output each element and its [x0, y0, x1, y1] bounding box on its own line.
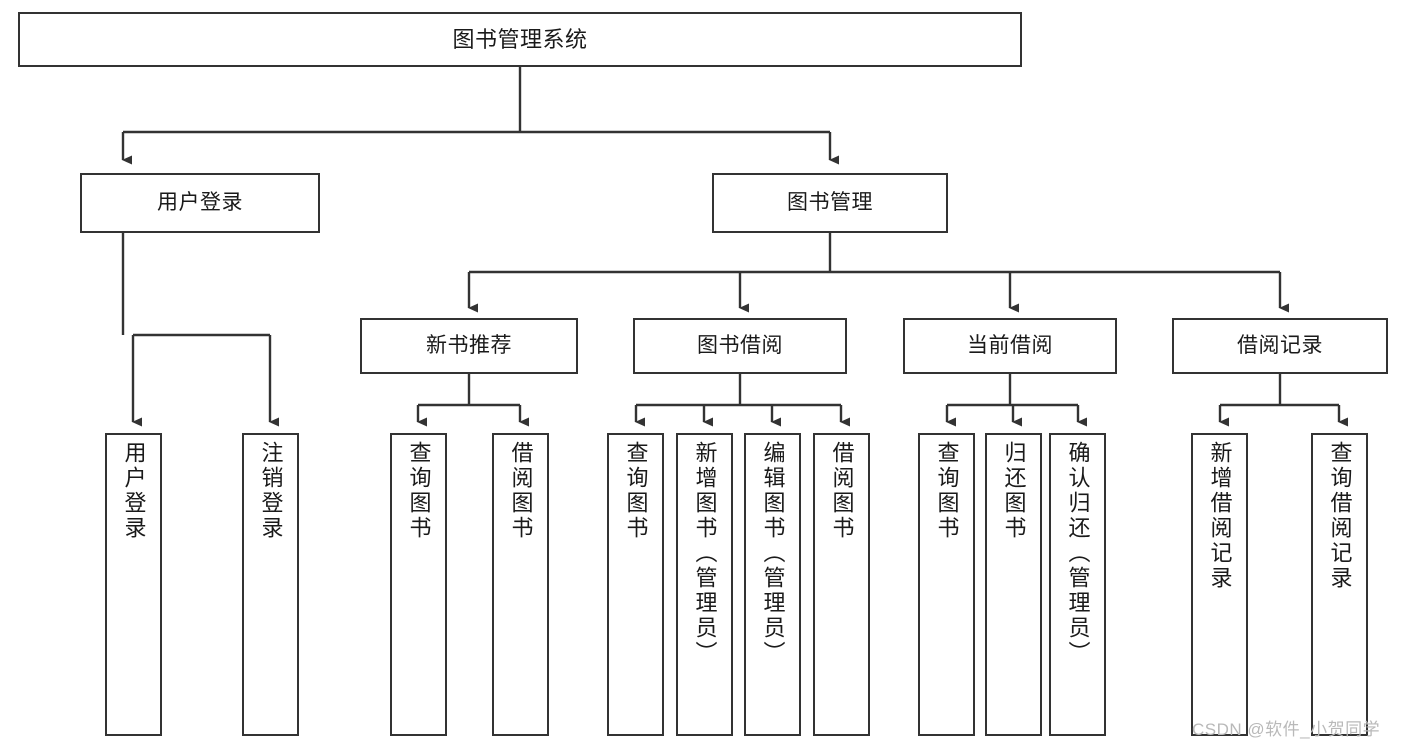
node-leaf-return-book-label: 归还图书 [1001, 441, 1027, 541]
node-leaf-query-book-2[interactable]: 查询图书 [607, 433, 664, 736]
node-leaf-borrow-book-2-label: 借阅图书 [829, 441, 855, 541]
node-book-borrow[interactable]: 图书借阅 [633, 318, 847, 374]
node-book-manage-label: 图书管理 [787, 190, 873, 214]
csdn-watermark: CSDN @软件_小贺同学 [1192, 720, 1381, 739]
node-user-login[interactable]: 用户登录 [80, 173, 320, 233]
node-borrow-record-label: 借阅记录 [1237, 333, 1323, 357]
node-root[interactable]: 图书管理系统 [18, 12, 1022, 67]
node-leaf-query-record[interactable]: 查询借阅记录 [1311, 433, 1368, 736]
node-leaf-user-login-label: 用户登录 [121, 441, 147, 541]
node-leaf-add-book[interactable]: 新增图书（管理员） [676, 433, 733, 736]
node-leaf-query-book-2-label: 查询图书 [623, 441, 649, 541]
node-leaf-user-login[interactable]: 用户登录 [105, 433, 162, 736]
node-leaf-add-book-label: 新增图书（管理员） [692, 441, 718, 666]
node-leaf-borrow-book-1[interactable]: 借阅图书 [492, 433, 549, 736]
node-root-label: 图书管理系统 [452, 26, 588, 52]
node-leaf-query-book-1-label: 查询图书 [406, 441, 432, 541]
node-leaf-add-record[interactable]: 新增借阅记录 [1191, 433, 1248, 736]
node-leaf-query-record-label: 查询借阅记录 [1327, 441, 1353, 591]
node-book-borrow-label: 图书借阅 [697, 333, 783, 357]
node-new-book-recommend[interactable]: 新书推荐 [360, 318, 578, 374]
node-leaf-confirm-return-label: 确认归还（管理员） [1065, 441, 1091, 666]
node-leaf-logout-login-label: 注销登录 [258, 441, 284, 541]
node-book-manage[interactable]: 图书管理 [712, 173, 948, 233]
node-leaf-add-record-label: 新增借阅记录 [1207, 441, 1233, 591]
node-user-login-label: 用户登录 [157, 190, 243, 214]
node-leaf-confirm-return[interactable]: 确认归还（管理员） [1049, 433, 1106, 736]
node-leaf-logout-login[interactable]: 注销登录 [242, 433, 299, 736]
node-borrow-record[interactable]: 借阅记录 [1172, 318, 1388, 374]
node-leaf-edit-book-label: 编辑图书（管理员） [760, 441, 786, 666]
node-new-book-recommend-label: 新书推荐 [426, 333, 512, 357]
node-leaf-return-book[interactable]: 归还图书 [985, 433, 1042, 736]
node-leaf-query-book-3-label: 查询图书 [934, 441, 960, 541]
node-current-borrow[interactable]: 当前借阅 [903, 318, 1117, 374]
node-leaf-borrow-book-2[interactable]: 借阅图书 [813, 433, 870, 736]
node-leaf-edit-book[interactable]: 编辑图书（管理员） [744, 433, 801, 736]
node-current-borrow-label: 当前借阅 [967, 333, 1053, 357]
node-leaf-borrow-book-1-label: 借阅图书 [508, 441, 534, 541]
node-leaf-query-book-3[interactable]: 查询图书 [918, 433, 975, 736]
node-leaf-query-book-1[interactable]: 查询图书 [390, 433, 447, 736]
